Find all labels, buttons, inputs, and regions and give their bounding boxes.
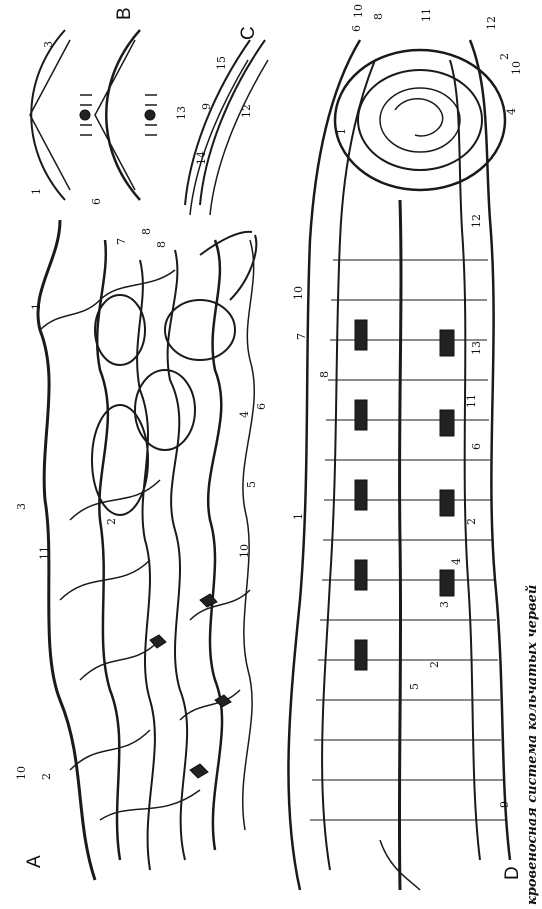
label: 4 bbox=[505, 108, 518, 115]
label: 2 bbox=[40, 773, 53, 780]
label: 11 bbox=[420, 8, 433, 22]
label: 4 bbox=[238, 411, 251, 418]
label: 6 bbox=[350, 25, 363, 32]
label: 10 bbox=[238, 544, 251, 558]
label: 3 bbox=[15, 503, 28, 510]
label: 12 bbox=[240, 104, 253, 118]
label: 10 bbox=[510, 61, 523, 75]
panel-a-labels: 1 3 2 11 10 2 10 4 5 6 7 8 bbox=[15, 238, 268, 780]
panel-letter-a: A bbox=[24, 855, 45, 868]
label: 1 bbox=[30, 188, 43, 195]
label: 3 bbox=[42, 41, 55, 48]
panel-d-drawing bbox=[288, 40, 510, 890]
label: 14 bbox=[195, 151, 208, 165]
panel-letter-d: D bbox=[502, 866, 523, 880]
label: 6 bbox=[255, 403, 268, 410]
label: 8 bbox=[318, 371, 331, 378]
label: 13 bbox=[175, 106, 188, 120]
label: 6 bbox=[90, 198, 103, 205]
label: 7 bbox=[115, 238, 128, 245]
label: 10 bbox=[15, 766, 28, 780]
figure-caption: кровеносная система кольчатых червей bbox=[525, 585, 540, 905]
label: 8 bbox=[372, 13, 385, 20]
label: 12 bbox=[485, 16, 498, 30]
label: 10 bbox=[352, 4, 365, 18]
panel-b-drawing bbox=[30, 30, 157, 200]
panel-letter-c: C bbox=[238, 26, 259, 40]
panel-a-drawing bbox=[38, 220, 256, 880]
label: 5 bbox=[245, 481, 258, 488]
panel-b-labels: 3 1 6 8 13 9 bbox=[30, 41, 213, 235]
label: 11 bbox=[38, 546, 51, 560]
label: 2 bbox=[105, 518, 118, 525]
label: 8 bbox=[140, 228, 153, 235]
label: 7 bbox=[295, 333, 308, 340]
panel-letter-b: B bbox=[114, 7, 135, 20]
label: 1 bbox=[335, 128, 348, 135]
label: 9 bbox=[498, 801, 511, 808]
label: 10 bbox=[292, 286, 305, 300]
label: 5 bbox=[408, 683, 421, 690]
label: 2 bbox=[428, 661, 441, 668]
label: 1 bbox=[292, 513, 305, 520]
label: 2 bbox=[498, 53, 511, 60]
label: 12 bbox=[470, 214, 483, 228]
panel-letters: A B C D bbox=[24, 7, 523, 880]
label: 4 bbox=[450, 558, 463, 565]
label: 9 bbox=[200, 103, 213, 110]
label: 6 bbox=[470, 443, 483, 450]
label: 15 bbox=[215, 56, 228, 70]
label: 1 bbox=[30, 303, 43, 310]
label: 3 bbox=[438, 601, 451, 608]
label: 8 bbox=[155, 241, 168, 248]
label: 13 bbox=[470, 341, 483, 355]
label: 2 bbox=[465, 518, 478, 525]
label: 11 bbox=[465, 394, 478, 408]
